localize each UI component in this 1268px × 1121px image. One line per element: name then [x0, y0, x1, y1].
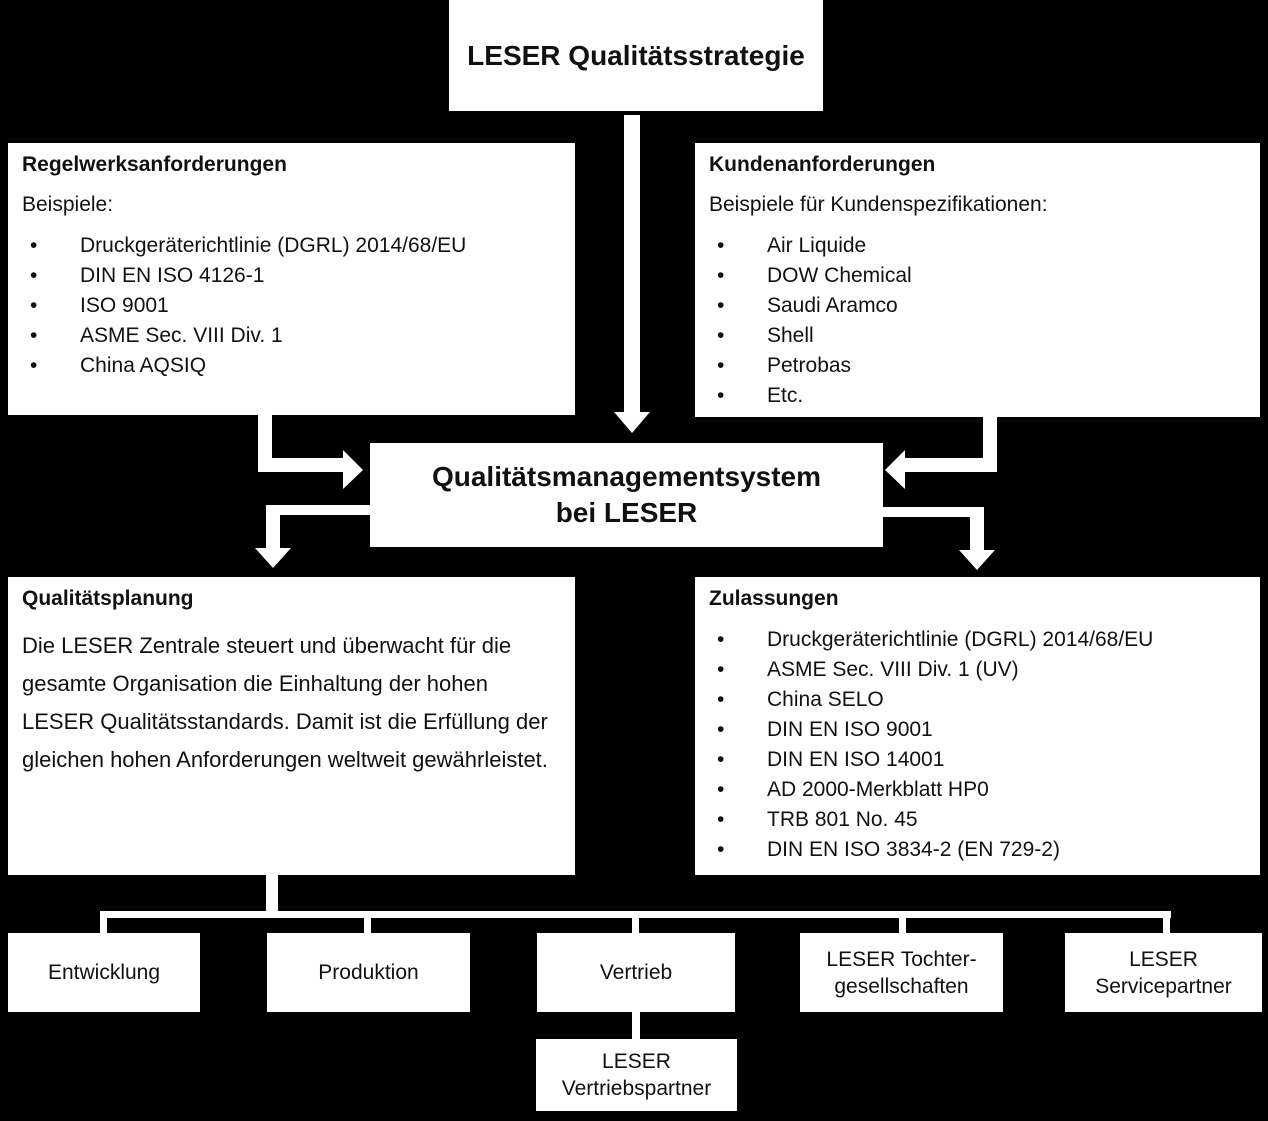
list-item: DOW Chemical: [709, 261, 1246, 291]
connector-stub-servicepartner: [1163, 917, 1170, 934]
list-item: ASME Sec. VIII Div. 1 (UV): [709, 655, 1246, 685]
org-box-servicepartner: LESER Servicepartner: [1065, 933, 1262, 1012]
connector-horizontal-line: [100, 911, 1171, 918]
org-box-vertrieb: Vertrieb: [537, 933, 735, 1012]
strategy-title: LESER Qualitätsstrategie: [467, 39, 805, 71]
list-item: DIN EN ISO 9001: [709, 715, 1246, 745]
connector-stub-tochter: [899, 917, 906, 934]
list-item: DIN EN ISO 3834-2 (EN 729-2): [709, 835, 1246, 865]
arrow-qms-to-zulassungen-icon: [883, 507, 995, 570]
list-item: Air Liquide: [709, 231, 1246, 261]
kunden-intro: Beispiele für Kundenspezifikationen:: [709, 193, 1048, 216]
strategy-box: LESER Qualitätsstrategie: [449, 0, 823, 111]
regelwerk-title: Regelwerksanforderungen: [22, 153, 287, 176]
list-item: Druckgeräterichtlinie (DGRL) 2014/68/EU: [709, 625, 1246, 655]
planung-body: Die LESER Zentrale steuert und überwacht…: [22, 633, 548, 772]
arrow-kunden-to-qms-icon: [885, 415, 997, 489]
zulassungen-title: Zulassungen: [709, 587, 839, 610]
list-item: China SELO: [709, 685, 1246, 715]
connector-vertrieb-to-vertriebspartner: [632, 1010, 640, 1040]
connector-planung-trunk: [266, 875, 278, 913]
list-item: Etc.: [709, 381, 1246, 411]
list-item: Druckgeräterichtlinie (DGRL) 2014/68/EU: [22, 231, 561, 261]
list-item: ASME Sec. VIII Div. 1: [22, 321, 561, 351]
kunden-box: Kundenanforderungen Beispiele für Kunden…: [695, 143, 1260, 417]
connector-stub-vertrieb: [632, 917, 639, 934]
kunden-title: Kundenanforderungen: [709, 153, 936, 176]
org-box-produktion: Produktion: [267, 933, 470, 1012]
planung-title: Qualitätsplanung: [22, 587, 194, 610]
org-box-entwicklung: Entwicklung: [8, 933, 200, 1012]
regelwerk-list: Druckgeräterichtlinie (DGRL) 2014/68/EU …: [22, 231, 561, 381]
regelwerk-intro: Beispiele:: [22, 193, 114, 216]
zulassungen-list: Druckgeräterichtlinie (DGRL) 2014/68/EU …: [709, 625, 1246, 865]
list-item: TRB 801 No. 45: [709, 805, 1246, 835]
zulassungen-box: Zulassungen Druckgeräterichtlinie (DGRL)…: [695, 577, 1260, 875]
org-box-tochtergesellschaften: LESER Tochter- gesellschaften: [800, 933, 1003, 1012]
connector-stub-produktion: [364, 917, 371, 934]
list-item: ISO 9001: [22, 291, 561, 321]
arrow-qms-to-planung-icon: [255, 505, 370, 568]
arrow-strategy-to-qms-icon: [614, 115, 650, 433]
list-item: Petrobas: [709, 351, 1246, 381]
planung-box: Qualitätsplanung Die LESER Zentrale steu…: [8, 577, 575, 875]
arrow-regelwerk-to-qms-icon: [258, 415, 363, 489]
list-item: AD 2000-Merkblatt HP0: [709, 775, 1246, 805]
kunden-list: Air Liquide DOW Chemical Saudi Aramco Sh…: [709, 231, 1246, 411]
list-item: Shell: [709, 321, 1246, 351]
list-item: DIN EN ISO 14001: [709, 745, 1246, 775]
vertriebspartner-box: LESER Vertriebspartner: [536, 1039, 737, 1111]
list-item: Saudi Aramco: [709, 291, 1246, 321]
regelwerk-box: Regelwerksanforderungen Beispiele: Druck…: [8, 143, 575, 415]
list-item: DIN EN ISO 4126-1: [22, 261, 561, 291]
qms-title: Qualitätsmanagementsystem bei LESER: [431, 461, 822, 528]
qms-box: Qualitätsmanagementsystem bei LESER: [370, 443, 883, 547]
list-item: China AQSIQ: [22, 351, 561, 381]
connector-stub-entwicklung: [100, 917, 107, 934]
